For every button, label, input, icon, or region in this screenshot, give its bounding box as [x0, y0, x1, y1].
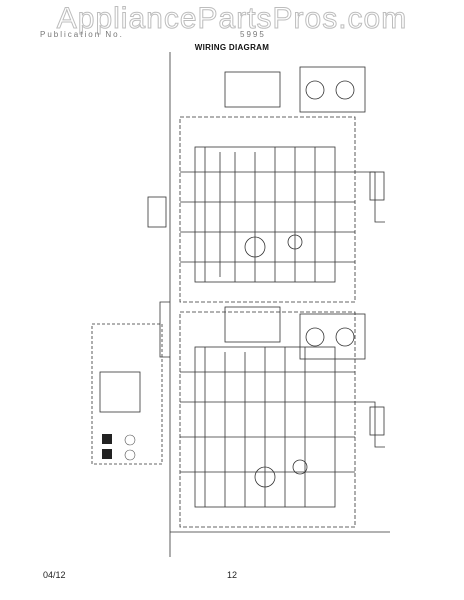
page-number: 12	[226, 570, 237, 580]
lower-wiring-box	[179, 311, 356, 528]
left-connector-upper	[147, 196, 167, 228]
upper-fan	[287, 234, 303, 250]
warning-labels	[102, 434, 112, 459]
right-switch-upper	[369, 171, 385, 201]
left-terminal-block	[99, 371, 141, 413]
upper-component-frame	[224, 71, 281, 108]
upper-motor-right	[335, 80, 355, 100]
upper-inner-box	[194, 146, 336, 283]
publication-label: Publication No.	[40, 30, 124, 39]
watermark-logo: AppliancePartsPros.com	[56, 2, 408, 36]
page-title: WIRING DIAGRAM	[194, 43, 270, 52]
footer-date: 04/12	[43, 570, 66, 580]
lower-motor-left	[305, 327, 325, 347]
upper-motor-left	[305, 80, 325, 100]
lower-motor-right	[335, 327, 355, 347]
lower-component-frame	[224, 306, 281, 343]
lower-compressor	[254, 466, 276, 488]
publication-number: 5995	[240, 30, 266, 39]
upper-right-frame	[299, 66, 366, 113]
right-switch-lower	[369, 406, 385, 436]
upper-compressor	[244, 236, 266, 258]
left-connector-lower	[91, 323, 163, 465]
upper-wiring-box	[179, 116, 356, 303]
header-row: Publication No. 5995	[40, 30, 290, 42]
wiring-diagram	[91, 52, 390, 557]
lower-right-frame	[299, 313, 366, 360]
lower-fan	[292, 459, 308, 475]
